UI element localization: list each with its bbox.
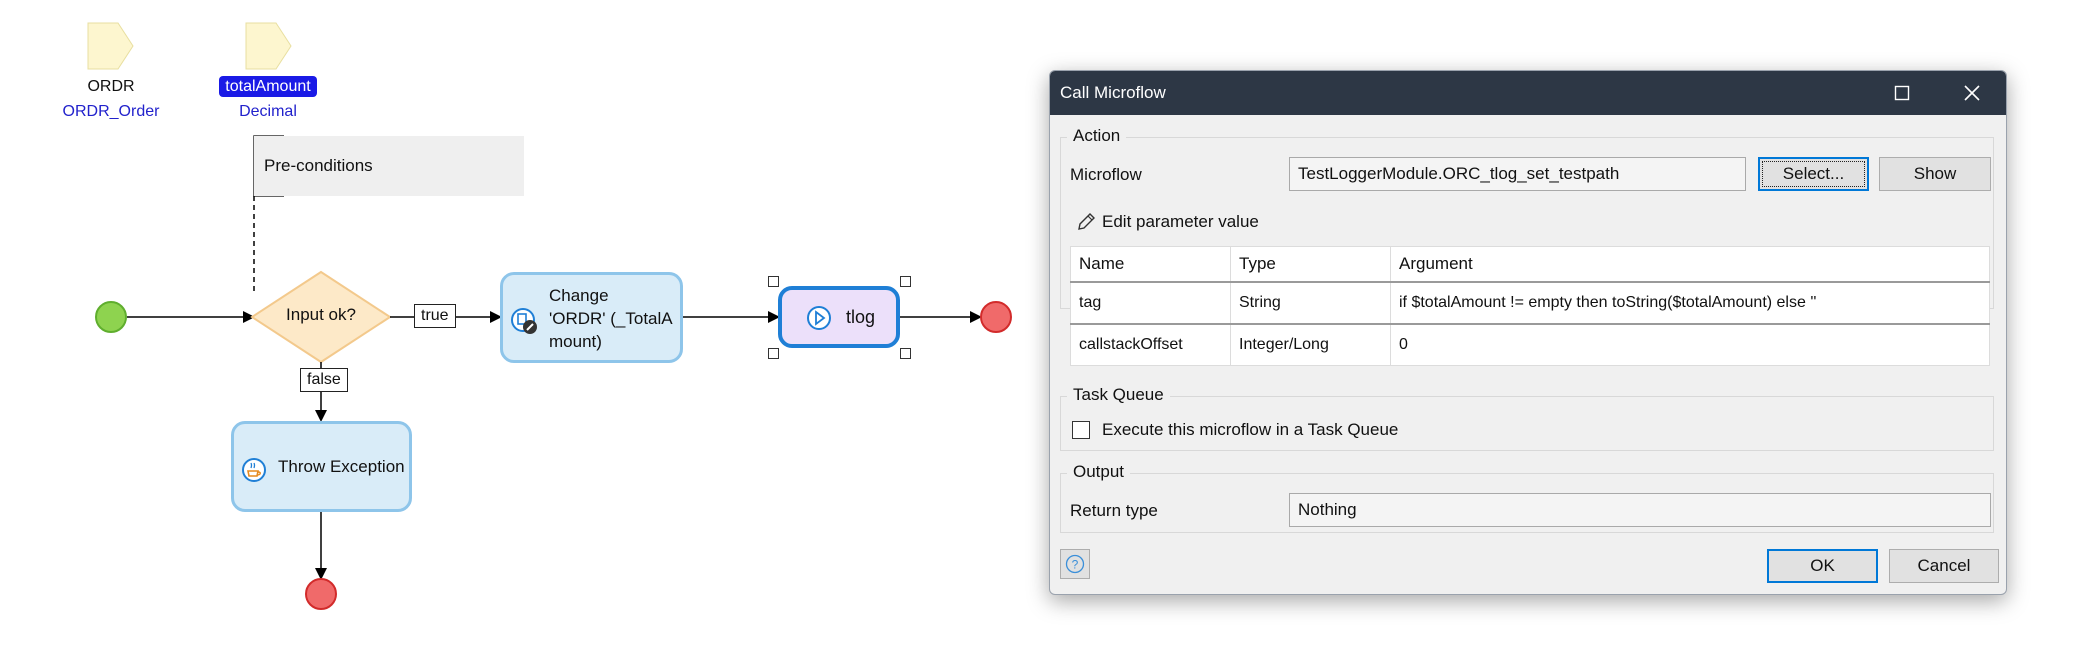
task-queue-checkbox[interactable]	[1072, 421, 1090, 439]
row-tag-argument[interactable]: if $totalAmount != empty then toString($…	[1390, 281, 1990, 325]
return-type-value: Nothing	[1298, 500, 1357, 519]
maximize-button[interactable]	[1872, 71, 1932, 115]
output-group	[1060, 473, 1994, 533]
return-type-label: Return type	[1070, 501, 1158, 520]
column-header-type[interactable]: Type	[1230, 246, 1391, 283]
end-event-error[interactable]	[305, 578, 337, 610]
help-button[interactable]: ?	[1060, 549, 1090, 579]
row-tag-type[interactable]: String	[1230, 281, 1391, 325]
row-callstack-type[interactable]: Integer/Long	[1230, 323, 1391, 366]
parameter-totalamount-type: Decimal	[239, 103, 297, 120]
table-row[interactable]: callstackOffset Integer/Long 0	[1070, 323, 1990, 366]
annotation-box[interactable]: Pre-conditions	[254, 136, 524, 196]
dialog-title: Call Microflow	[1060, 83, 1166, 102]
start-event[interactable]	[95, 301, 127, 333]
table-header-row: Name Type Argument	[1070, 246, 1990, 283]
parameter-totalamount-shape[interactable]	[245, 22, 292, 70]
flow-lines	[87, 22, 1012, 610]
activity-tlog-label: tlog	[846, 307, 876, 327]
dialog-titlebar[interactable]: Call Microflow	[1050, 71, 2006, 115]
activity-change-line3: mount)	[549, 332, 602, 351]
task-queue-group	[1060, 396, 1994, 451]
maximize-icon	[1894, 85, 1910, 101]
selection-handle-br[interactable]	[900, 348, 911, 359]
activity-change-object[interactable]: Change 'ORDR' (_TotalA mount)	[500, 272, 683, 363]
end-event-success[interactable]	[980, 301, 1012, 333]
help-icon: ?	[1065, 554, 1085, 574]
pencil-icon	[1078, 213, 1095, 230]
java-action-icon	[242, 458, 266, 482]
row-callstack-argument[interactable]: 0	[1390, 323, 1990, 366]
return-type-field: Nothing	[1289, 493, 1991, 527]
call-microflow-dialog: Call Microflow Action Microflow TestLogg…	[1049, 70, 2007, 595]
show-button[interactable]: Show	[1879, 157, 1991, 191]
column-header-name[interactable]: Name	[1070, 246, 1231, 283]
row-callstack-name[interactable]: callstackOffset	[1070, 323, 1231, 366]
activity-change-caption: Change 'ORDR' (_TotalA mount)	[549, 284, 673, 353]
microflow-label: Microflow	[1070, 165, 1142, 184]
activity-change-line1: Change	[549, 286, 609, 305]
action-section-title: Action	[1067, 126, 1127, 146]
microflow-field: TestLoggerModule.ORC_tlog_set_testpath	[1289, 157, 1746, 191]
selection-handle-bl[interactable]	[768, 348, 779, 359]
activity-tlog[interactable]: tlog	[778, 286, 900, 348]
flow-label-true[interactable]: true	[414, 304, 456, 328]
close-button[interactable]	[1942, 71, 2002, 115]
decision-label: Input ok?	[286, 305, 356, 324]
selection-handle-tr[interactable]	[900, 276, 911, 287]
cancel-button[interactable]: Cancel	[1889, 549, 1999, 583]
select-button[interactable]: Select...	[1758, 157, 1869, 191]
task-queue-section-title: Task Queue	[1067, 385, 1170, 405]
parameter-totalamount-name-wrap[interactable]: totalAmount	[188, 76, 348, 97]
selection-handle-tl[interactable]	[768, 276, 779, 287]
annotation-text: Pre-conditions	[264, 156, 373, 175]
parameters-table: Name Type Argument tag String if $totalA…	[1070, 246, 1990, 366]
change-object-icon	[511, 308, 537, 334]
task-queue-checkbox-label[interactable]: Execute this microflow in a Task Queue	[1102, 420, 1399, 439]
ok-button[interactable]: OK	[1767, 549, 1878, 583]
call-microflow-icon	[807, 306, 831, 330]
edit-parameter-link[interactable]: Edit parameter value	[1076, 212, 1259, 232]
edit-parameter-text: Edit parameter value	[1102, 212, 1259, 231]
svg-text:?: ?	[1072, 558, 1079, 572]
parameter-ordr-type: ORDR_Order	[62, 103, 160, 120]
microflow-value: TestLoggerModule.ORC_tlog_set_testpath	[1298, 164, 1620, 183]
row-tag-name[interactable]: tag	[1070, 281, 1231, 325]
parameter-ordr-shape[interactable]	[87, 22, 134, 70]
parameter-totalamount-name[interactable]: totalAmount	[219, 76, 317, 97]
activity-throw-exception[interactable]: Throw Exception	[231, 421, 412, 512]
parameter-ordr-name: ORDR	[87, 78, 135, 95]
activity-throw-label: Throw Exception	[278, 457, 405, 476]
close-icon	[1964, 85, 1980, 101]
output-section-title: Output	[1067, 462, 1131, 482]
column-header-argument[interactable]: Argument	[1390, 246, 1990, 283]
activity-change-line2: 'ORDR' (_TotalA	[549, 309, 673, 328]
table-row[interactable]: tag String if $totalAmount != empty then…	[1070, 281, 1990, 325]
flow-label-false[interactable]: false	[300, 368, 348, 392]
